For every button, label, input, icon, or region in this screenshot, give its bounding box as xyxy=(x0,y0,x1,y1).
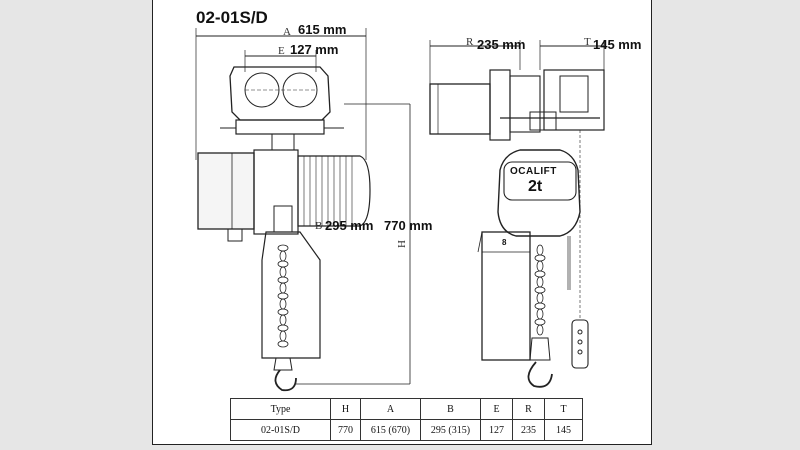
dim-value-e: 127 mm xyxy=(290,42,339,57)
col-header-t: T xyxy=(544,398,583,420)
col-header-e: E xyxy=(480,398,513,420)
dim-letter-t: T xyxy=(584,36,591,48)
dim-letter-a: A xyxy=(283,26,291,38)
hoist-tag: 8 xyxy=(502,238,507,247)
side-view-hoist xyxy=(429,40,605,388)
dim-letter-b: B xyxy=(315,220,323,232)
table-row: 02-01S/D 770 615 (670) 295 (315) 127 235… xyxy=(230,419,583,441)
cell-type: 02-01S/D xyxy=(230,419,331,441)
dim-letter-r: R xyxy=(466,36,474,48)
dim-value-t: 145 mm xyxy=(593,37,642,52)
dim-value-a: 615 mm xyxy=(298,22,347,37)
dim-value-r: 235 mm xyxy=(477,37,526,52)
drawing-title: 02-01S/D xyxy=(196,8,268,27)
dim-letter-h: H xyxy=(395,240,408,248)
spec-table: Type H A B E R T 02-01S/D 770 615 (670) … xyxy=(230,398,583,441)
table-header-row: Type H A B E R T xyxy=(230,398,583,420)
cell-e: 127 xyxy=(480,419,513,441)
cell-a: 615 (670) xyxy=(360,419,421,441)
col-header-h: H xyxy=(330,398,361,420)
cell-b: 295 (315) xyxy=(420,419,481,441)
hoist-brand: OCALIFT xyxy=(510,166,557,177)
cell-t: 145 xyxy=(544,419,583,441)
col-header-b: B xyxy=(420,398,481,420)
dim-value-h: 770 mm xyxy=(384,218,433,233)
dim-value-b: 295 mm xyxy=(325,218,374,233)
cell-h: 770 xyxy=(330,419,361,441)
col-header-r: R xyxy=(512,398,545,420)
hoist-capacity: 2t xyxy=(528,178,543,195)
front-view-hoist xyxy=(195,28,411,392)
col-header-type: Type xyxy=(230,398,331,420)
cell-r: 235 xyxy=(512,419,545,441)
dim-letter-e: E xyxy=(278,45,285,57)
col-header-a: A xyxy=(360,398,421,420)
